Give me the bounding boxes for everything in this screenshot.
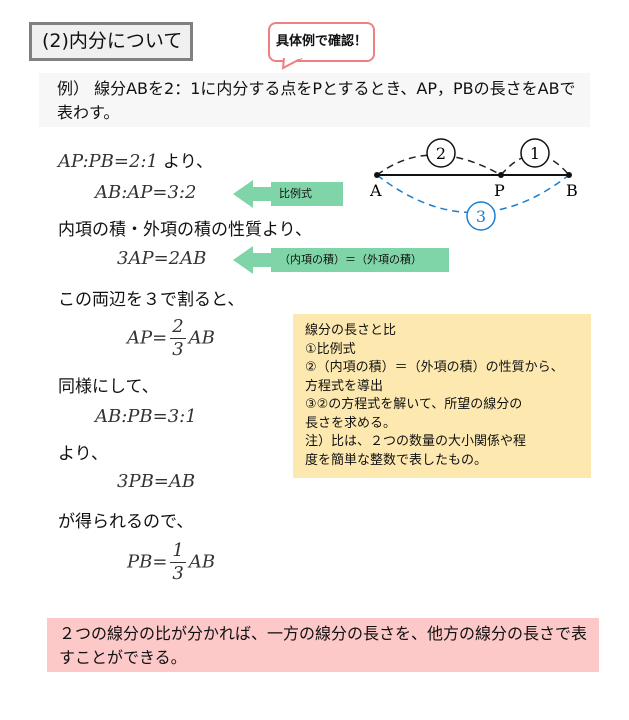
point-a: A <box>369 181 382 200</box>
arc-ab <box>376 174 570 214</box>
note-line: ③②の方程式を解いて、所望の線分の <box>305 397 523 412</box>
example-problem: 例） 線分ABを2：1に内分する点をPとするとき、AP，PBの長さをABで表わす… <box>39 73 590 127</box>
arrow-product: （内項の積）＝（外項の積） <box>233 246 449 274</box>
note-line: 方程式を導出 <box>305 378 384 394</box>
point-p: P <box>494 181 505 200</box>
note-line: 線分の長さと比 <box>305 323 397 338</box>
note-line: 度を簡単な整数で表したもの。 <box>305 452 488 468</box>
label-3: 3 <box>476 207 486 226</box>
step-10: 3PB=AB <box>117 471 196 492</box>
step-11: が得られるので、 <box>58 512 194 532</box>
note-box: 線分の長さと比 ①比例式 ②（内項の積）＝（外項の積）の性質から、 方程式を導出… <box>293 314 591 478</box>
circle-3 <box>466 201 496 231</box>
step-3: 内項の積・外項の積の性質より、 <box>58 220 312 240</box>
summary-box: ２つの線分の比が分かれば、一方の線分の長さを、他方の線分の長さで表すことができる… <box>47 618 599 672</box>
circle-2 <box>426 138 456 168</box>
callout-bubble: 具体例で確認！ <box>268 22 375 62</box>
step-7: 同様にして、 <box>58 377 159 397</box>
step-8: AB:PB=3:1 <box>95 406 197 427</box>
step-9: より、 <box>58 444 108 464</box>
arrow-proportion: 比例式 <box>233 180 343 208</box>
label-2: 2 <box>436 144 446 163</box>
step-4: 3AP=2AB <box>117 248 207 269</box>
label-1: 1 <box>530 144 540 163</box>
step-5: この両辺を３で割ると、 <box>58 290 245 310</box>
step-1: AP:PB=2:1 より、 <box>58 151 214 172</box>
bubble-tail <box>281 58 303 70</box>
segment-diagram: 2 1 3 A P B <box>369 138 578 231</box>
section-title: (2)内分について <box>29 22 193 61</box>
note-line: ②（内項の積）＝（外項の積）の性質から、 <box>305 360 564 375</box>
point-b: B <box>566 181 578 200</box>
note-line: ①比例式 <box>305 341 356 357</box>
note-line: 長さを求める。 <box>305 415 397 431</box>
circle-1 <box>520 138 550 168</box>
step-2: AB:AP=3:2 <box>95 182 197 203</box>
note-line: 注）比は、２つの数量の大小関係や程 <box>305 434 527 449</box>
